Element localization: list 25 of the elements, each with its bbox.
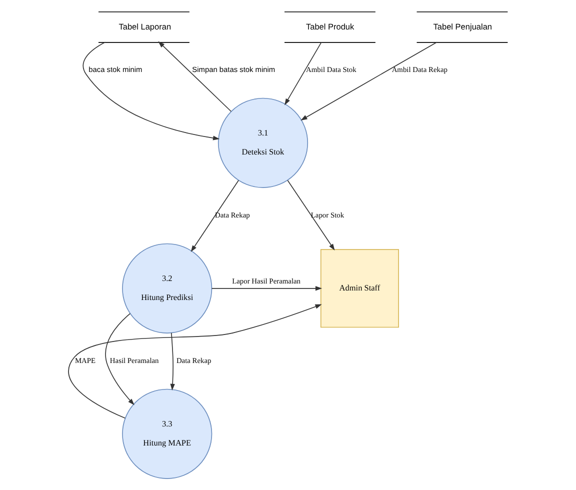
edge-label: Lapor Stok <box>310 210 344 220</box>
edge-label: Ambil Data Rekap <box>392 64 448 74</box>
edge-label: MAPE <box>74 356 96 365</box>
edge-label: Lapor Hasil Peramalan <box>232 276 301 286</box>
edge-label: Ambil Data Stok <box>306 64 356 74</box>
node-text: Tabel Penjualan <box>433 22 492 32</box>
node-circle: 3.3 Hitung MAPE <box>122 388 212 479</box>
node-box: Admin Staff <box>320 249 399 328</box>
edge-label: Simpan batas stok minim <box>192 64 276 74</box>
arrow <box>211 286 322 291</box>
arrow <box>68 304 322 419</box>
edge-label: Data Rekap <box>176 356 212 365</box>
node-text: Tabel Laporan <box>118 22 172 32</box>
arrow <box>105 313 134 406</box>
node-text: Tabel Produk <box>306 22 354 32</box>
edge-label: baca stok minim <box>88 64 142 74</box>
arrow <box>287 180 335 250</box>
arrow <box>300 42 438 120</box>
edge-label: Data Rekap <box>215 210 250 220</box>
arrow <box>190 180 239 252</box>
arrow <box>284 42 322 106</box>
arrow <box>82 42 220 140</box>
arrow <box>170 332 175 390</box>
arrow <box>158 41 232 112</box>
edge-label: Hasil Peramalan <box>110 356 159 365</box>
